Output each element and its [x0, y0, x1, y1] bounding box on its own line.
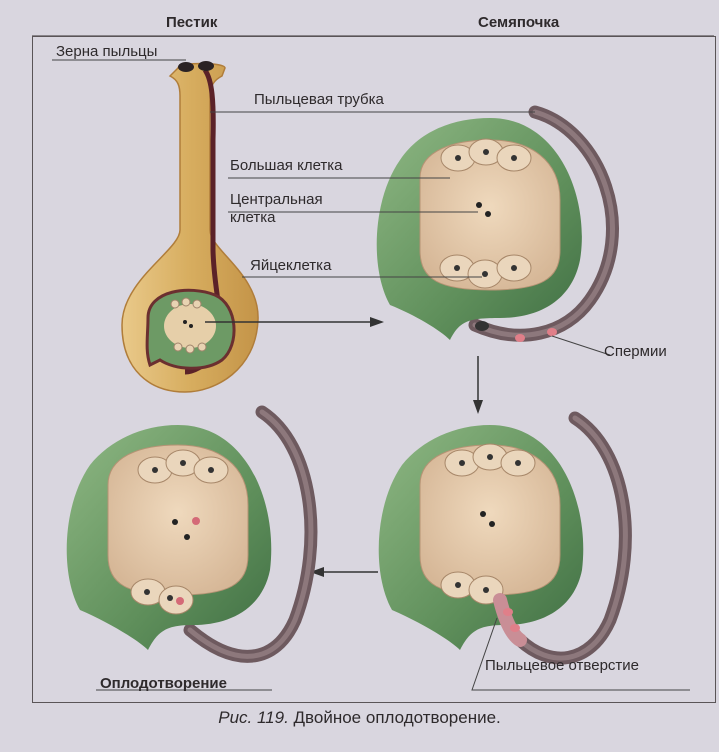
- label-central-cell-1: Центральная: [230, 192, 323, 208]
- figure-caption: Рис. 119. Двойное оплодотворение.: [0, 708, 719, 728]
- label-pollen-tube: Пыльцевая трубка: [254, 92, 384, 108]
- caption-text: Двойное оплодотворение.: [289, 708, 501, 727]
- pollen-grain: [198, 61, 214, 71]
- label-ovule: Семяпочка: [478, 15, 559, 31]
- label-central-cell-2: клетка: [230, 210, 275, 226]
- caption-prefix: Рис. 119.: [218, 708, 289, 727]
- ovule-bottom-right: [379, 418, 626, 658]
- pistil: [122, 61, 258, 392]
- label-pollen-grains: Зерна пыльцы: [56, 44, 157, 60]
- label-fertilization: Оплодотворение: [100, 676, 227, 692]
- label-large-cell: Большая клетка: [230, 158, 343, 174]
- label-pistil: Пестик: [166, 15, 217, 31]
- pistil-ovule: [147, 290, 234, 368]
- ovule-fertilized: [67, 412, 311, 656]
- label-egg-cell: Яйцеклетка: [250, 258, 331, 274]
- label-micropyle: Пыльцевое отверстие: [485, 658, 639, 674]
- pollen-grain: [178, 62, 194, 72]
- ovule-top: [377, 112, 613, 342]
- label-sperm: Спермии: [604, 344, 667, 360]
